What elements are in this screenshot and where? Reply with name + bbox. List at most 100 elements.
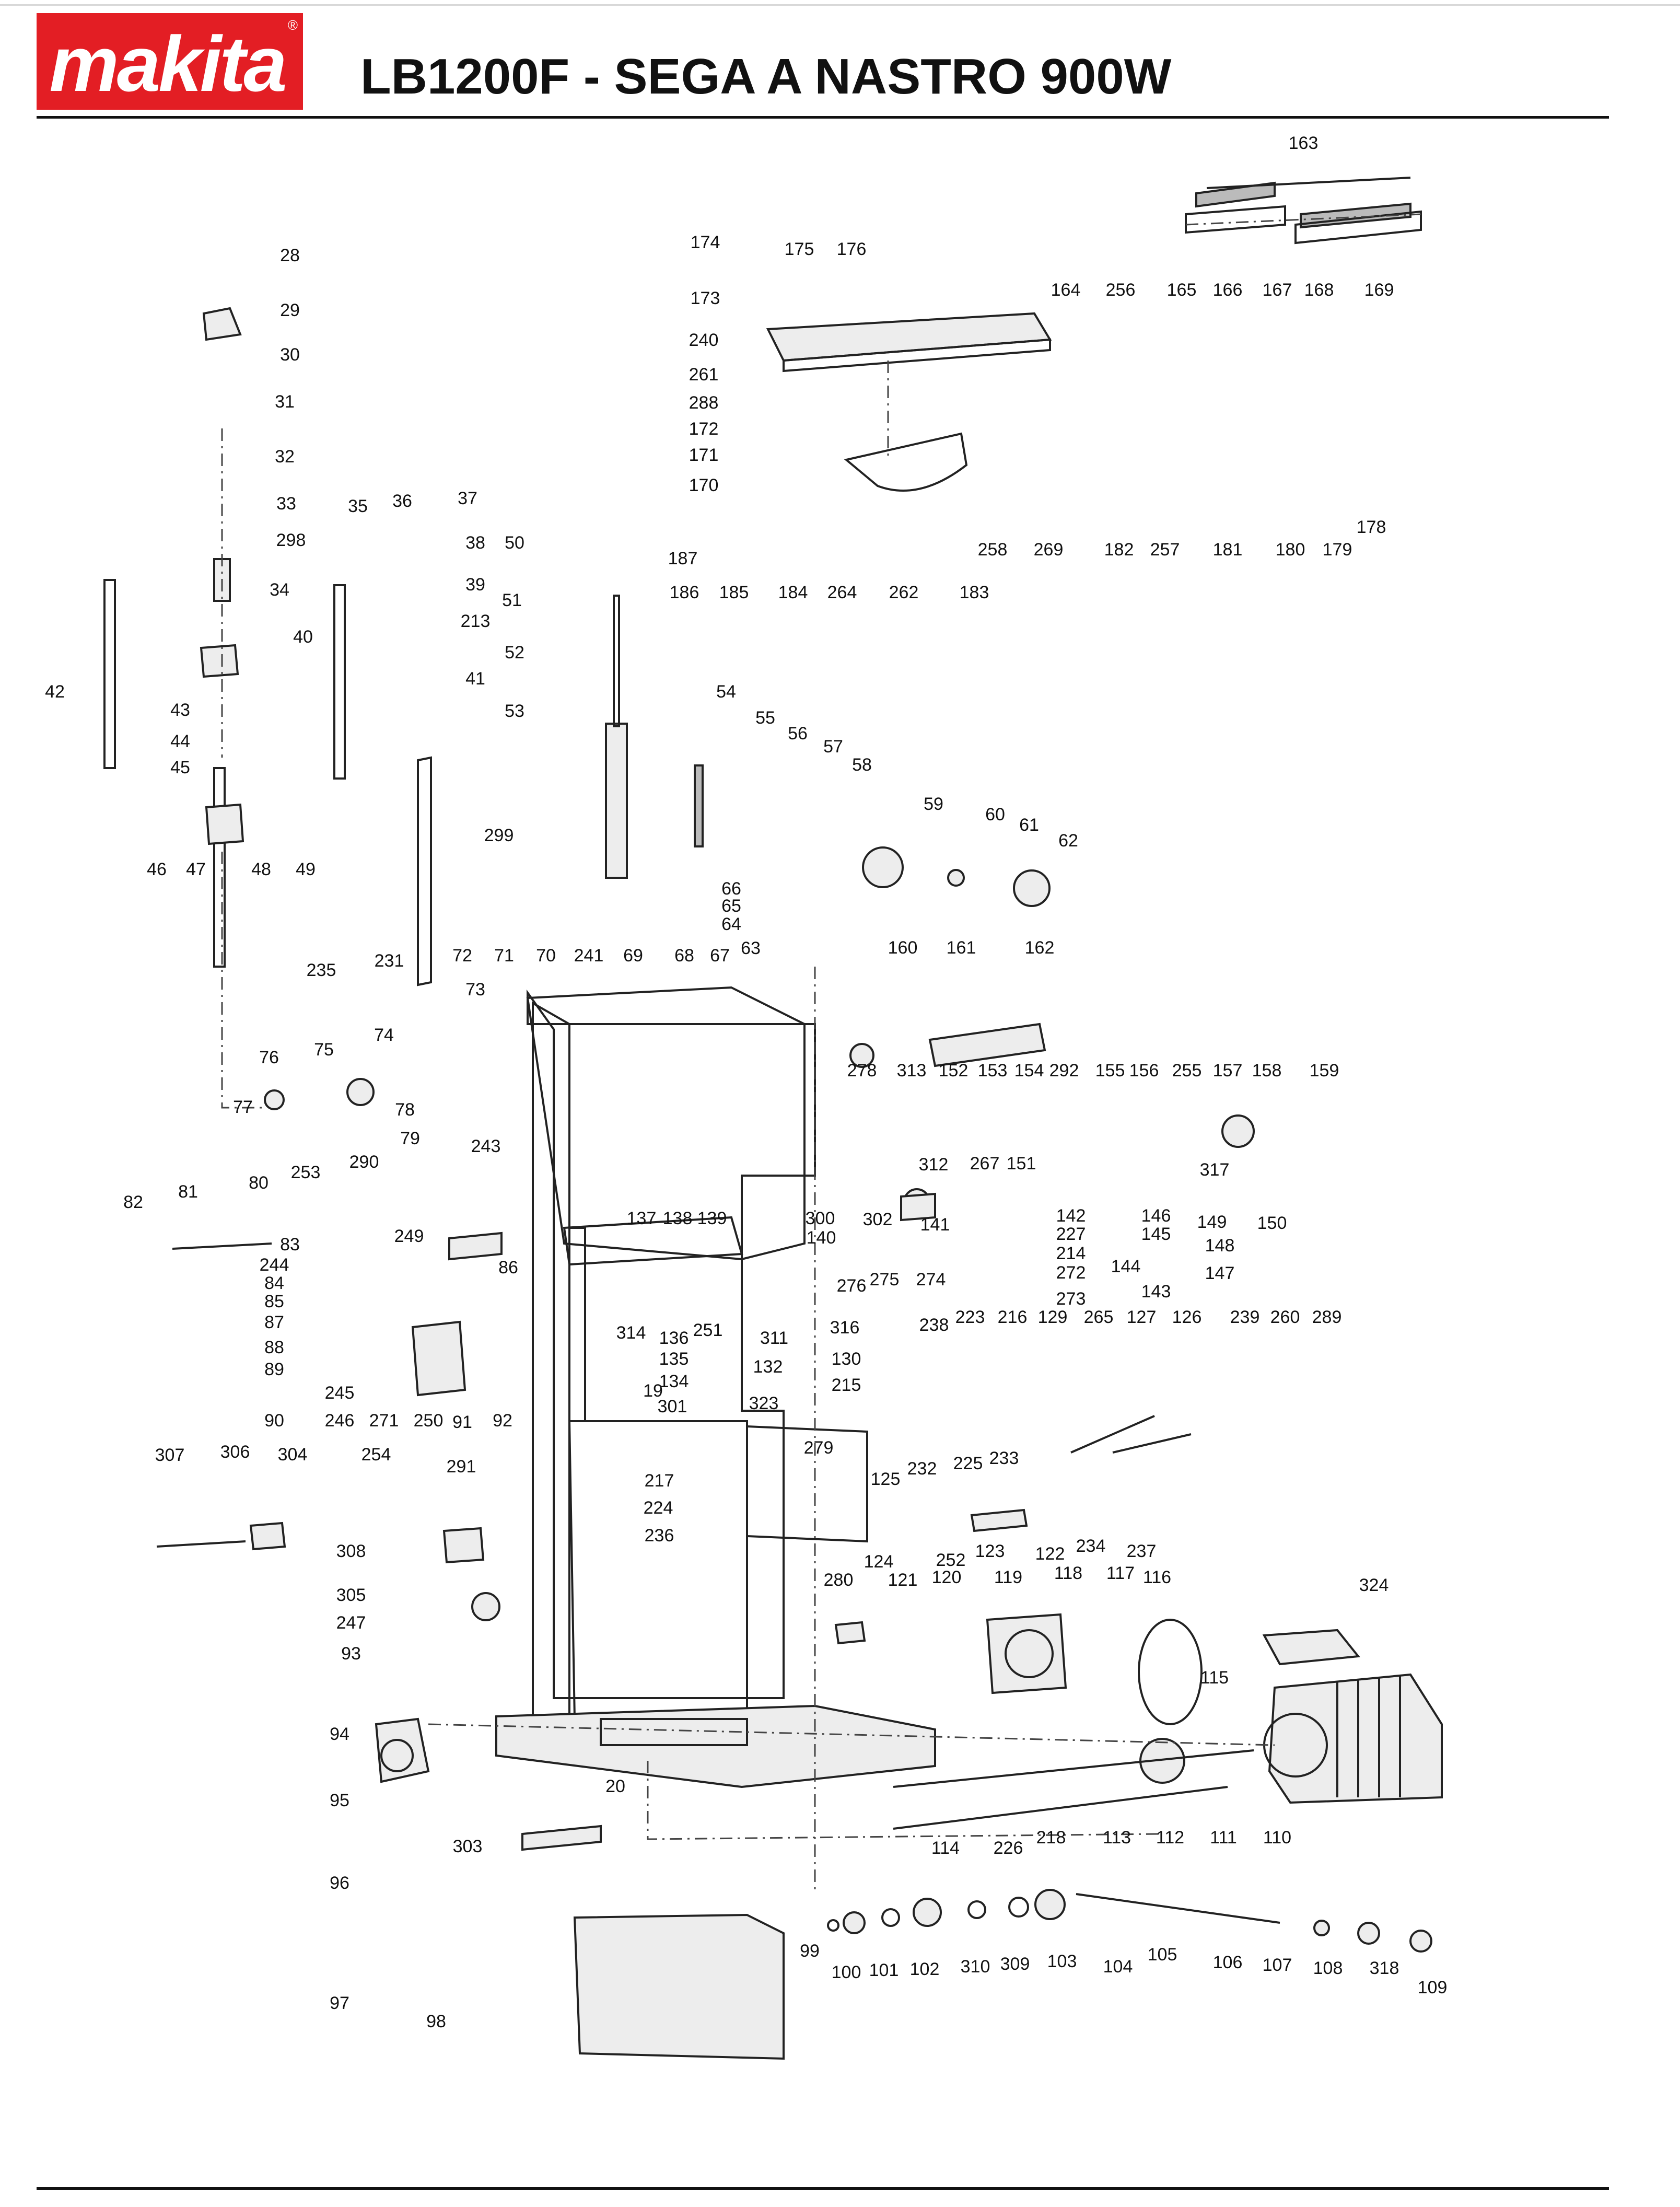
part-label-146: 146: [1141, 1206, 1171, 1226]
part-label-324: 324: [1359, 1575, 1389, 1595]
part-label-241: 241: [574, 946, 604, 966]
part-label-168: 168: [1304, 280, 1334, 300]
part-label-35: 35: [348, 496, 368, 516]
motor-body: [1268, 1673, 1443, 1804]
part-label-152: 152: [939, 1061, 969, 1081]
part-label-104: 104: [1103, 1957, 1133, 1977]
part-label-252: 252: [936, 1550, 966, 1570]
part-label-51: 51: [502, 590, 522, 610]
part-label-106: 106: [1213, 1953, 1243, 1972]
tension-knob: [862, 846, 904, 888]
part-label-234: 234: [1076, 1536, 1106, 1556]
part-label-173: 173: [691, 288, 720, 308]
knob-109: [1409, 1930, 1432, 1953]
guide-block-34: [200, 644, 239, 678]
part-label-179: 179: [1323, 540, 1352, 560]
knob-60: [947, 869, 965, 887]
part-label-160: 160: [888, 938, 918, 958]
part-label-279: 279: [804, 1438, 834, 1458]
part-label-98: 98: [426, 2012, 446, 2031]
part-label-310: 310: [961, 1957, 990, 1977]
wheel-shaft-bracket: [568, 1227, 586, 1422]
part-label-172: 172: [689, 419, 719, 439]
page-title: LB1200F - SEGA A NASTRO 900W: [360, 49, 1172, 104]
part-label-307: 307: [155, 1445, 185, 1465]
part-label-153: 153: [978, 1061, 1008, 1081]
part-label-225: 225: [953, 1454, 983, 1473]
part-label-151: 151: [1007, 1154, 1036, 1174]
part-label-269: 269: [1034, 540, 1064, 560]
belt-115: [1138, 1619, 1203, 1725]
motor-fins: [1336, 1676, 1401, 1797]
part-label-143: 143: [1141, 1282, 1171, 1302]
part-label-300: 300: [806, 1209, 835, 1228]
part-label-306: 306: [220, 1442, 250, 1462]
part-label-254: 254: [361, 1445, 391, 1465]
knob-28: [202, 307, 242, 341]
part-label-237: 237: [1127, 1541, 1157, 1561]
bracket-38: [333, 584, 346, 780]
part-label-30: 30: [280, 345, 300, 365]
lower-column: [532, 1001, 570, 1736]
part-label-114: 114: [931, 1838, 960, 1858]
part-label-122: 122: [1035, 1544, 1065, 1564]
part-label-63: 63: [741, 938, 761, 958]
wheel-76: [264, 1089, 285, 1110]
part-label-97: 97: [330, 1993, 349, 2013]
dust-port-94: [375, 1717, 430, 1783]
part-label-78: 78: [395, 1100, 415, 1120]
part-label-45: 45: [170, 758, 190, 777]
part-label-62: 62: [1058, 831, 1078, 851]
part-label-118: 118: [1054, 1563, 1082, 1583]
part-label-72: 72: [452, 946, 472, 966]
part-label-59: 59: [924, 794, 943, 814]
part-label-77: 77: [233, 1097, 253, 1117]
blade: [613, 595, 620, 727]
part-label-185: 185: [719, 583, 749, 602]
part-label-299: 299: [484, 826, 514, 845]
part-label-187: 187: [668, 549, 698, 568]
adjuster-306: [249, 1521, 286, 1551]
part-label-137: 137: [627, 1209, 657, 1228]
part-label-247: 247: [336, 1613, 366, 1633]
part-label-99: 99: [800, 1941, 820, 1961]
part-label-227: 227: [1056, 1224, 1086, 1244]
part-label-245: 245: [325, 1383, 355, 1403]
part-label-174: 174: [691, 233, 720, 252]
axis-line-motor: [428, 1723, 1275, 1746]
part-label-262: 262: [889, 583, 919, 602]
clamp-305: [442, 1527, 485, 1564]
nut-99: [827, 1919, 839, 1932]
part-label-253: 253: [291, 1163, 321, 1182]
part-label-145: 145: [1141, 1224, 1171, 1244]
part-label-123: 123: [975, 1541, 1005, 1561]
part-label-57: 57: [823, 737, 843, 757]
part-label-243: 243: [471, 1136, 501, 1156]
pulley-113: [1139, 1738, 1185, 1784]
part-label-86: 86: [498, 1258, 518, 1277]
part-label-244: 244: [260, 1255, 289, 1275]
part-label-100: 100: [832, 1962, 861, 1982]
part-label-69: 69: [623, 946, 643, 966]
bracket-43: [103, 579, 116, 769]
part-label-96: 96: [330, 1873, 349, 1893]
part-label-56: 56: [788, 724, 808, 744]
part-label-141: 141: [920, 1215, 950, 1235]
part-label-148: 148: [1205, 1236, 1235, 1256]
part-label-32: 32: [275, 447, 295, 467]
part-label-256: 256: [1106, 280, 1136, 300]
part-label-33: 33: [276, 494, 296, 514]
part-label-184: 184: [778, 583, 808, 602]
part-label-158: 158: [1252, 1061, 1282, 1081]
part-label-127: 127: [1127, 1307, 1157, 1327]
part-label-55: 55: [755, 708, 775, 728]
part-label-38: 38: [465, 533, 485, 553]
title-rule: [37, 116, 1609, 119]
part-label-224: 224: [644, 1498, 673, 1518]
part-label-311: 311: [760, 1328, 788, 1348]
part-label-94: 94: [330, 1724, 349, 1744]
part-label-163: 163: [1289, 133, 1319, 153]
pulley-103: [1034, 1889, 1066, 1920]
